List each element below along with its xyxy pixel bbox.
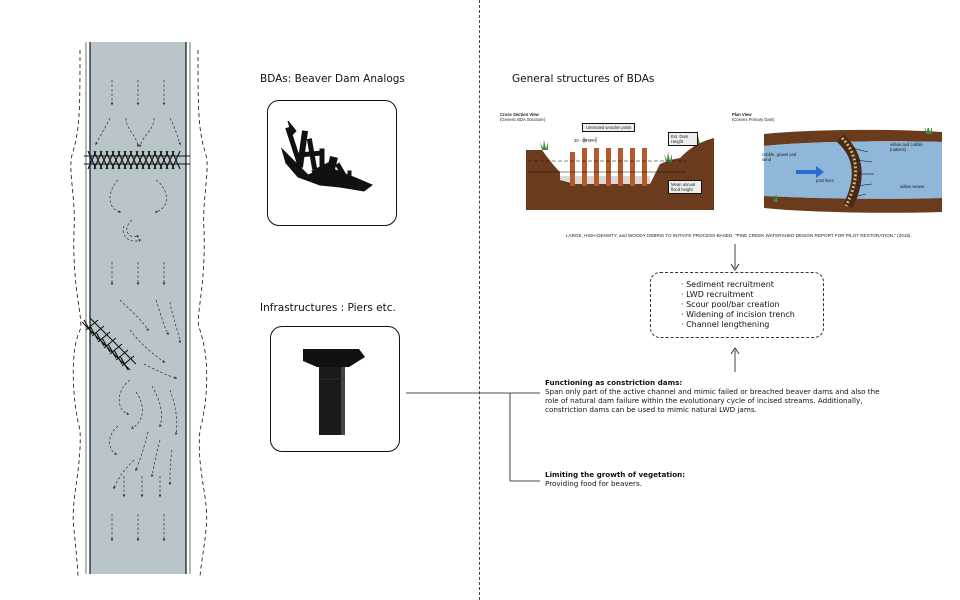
functioning-title: Functioning as constriction dams: (545, 378, 683, 387)
connector-lines (406, 392, 540, 482)
pier-icon (303, 349, 365, 435)
functioning-block: Functioning as constriction dams: Span o… (545, 378, 890, 414)
cross-section-subtitle: (Generic BDA Structure) (500, 117, 546, 122)
plan-view-drawing (764, 128, 942, 213)
outcome-item: · Scour pool/bar creation (681, 300, 780, 309)
citation-text: LARGE, HIGH-DENSITY, and WOODY DEBRIS TO… (566, 233, 912, 238)
vegetation-title: Limiting the growth of vegetation: (545, 470, 686, 479)
outcome-item: · LWD recruitment (681, 290, 754, 299)
bda-card (267, 100, 397, 226)
posts-label: Untreated wooden posts (582, 123, 636, 132)
constriction-dam-symbol (81, 317, 137, 371)
outcomes-box: · Sediment recruitment · LWD recruitment… (650, 272, 824, 338)
label-post: post lines (816, 178, 834, 183)
height-label: Est. Dam Height (668, 132, 698, 146)
label-cobble: cobble, gravel and sand (762, 152, 797, 162)
plan-view-title: Plan View (732, 112, 752, 117)
river-channel (90, 42, 186, 574)
section-divider (479, 0, 480, 600)
arrow-to-outcomes-from-function (730, 347, 740, 372)
spacing-label: 30 - 50 cm (574, 138, 594, 143)
infra-heading: Infrastructures : Piers etc. (260, 302, 396, 314)
label-willow: willow and cobble (natives) (890, 142, 923, 152)
vegetation-block: Limiting the growth of vegetation: Provi… (545, 470, 845, 488)
cross-section-figure: Cross Section View (Generic BDA Structur… (500, 112, 720, 214)
cross-section-title: Cross Section View (500, 112, 539, 117)
cross-section-drawing (526, 136, 714, 210)
bda-heading: BDAs: Beaver Dam Analogs (260, 73, 405, 85)
functioning-body: Span only part of the active channel and… (545, 387, 880, 414)
infra-card (270, 326, 400, 452)
outcome-item: · Sediment recruitment (681, 280, 774, 289)
general-heading: General structures of BDAs (512, 73, 655, 85)
plan-view-subtitle: (Convex Primary Dam) (732, 117, 775, 122)
outcome-item: · Channel lengthening (681, 320, 770, 329)
beaver-dam-debris-icon (280, 120, 373, 192)
full-dam-symbol (84, 150, 190, 170)
outcomes-list: · Sediment recruitment · LWD recruitment… (681, 280, 795, 330)
arrow-to-outcomes (730, 244, 740, 271)
label-weave: willow weave (900, 184, 925, 189)
plan-view-figure: Plan View (Convex Primary Dam) cobble, g… (732, 112, 946, 216)
vegetation-body: Providing food for beavers. (545, 479, 643, 488)
outcome-item: · Widening of incision trench (681, 310, 795, 319)
river-flow-diagram (70, 42, 208, 579)
flood-label: Mean annual flood height (668, 180, 702, 194)
